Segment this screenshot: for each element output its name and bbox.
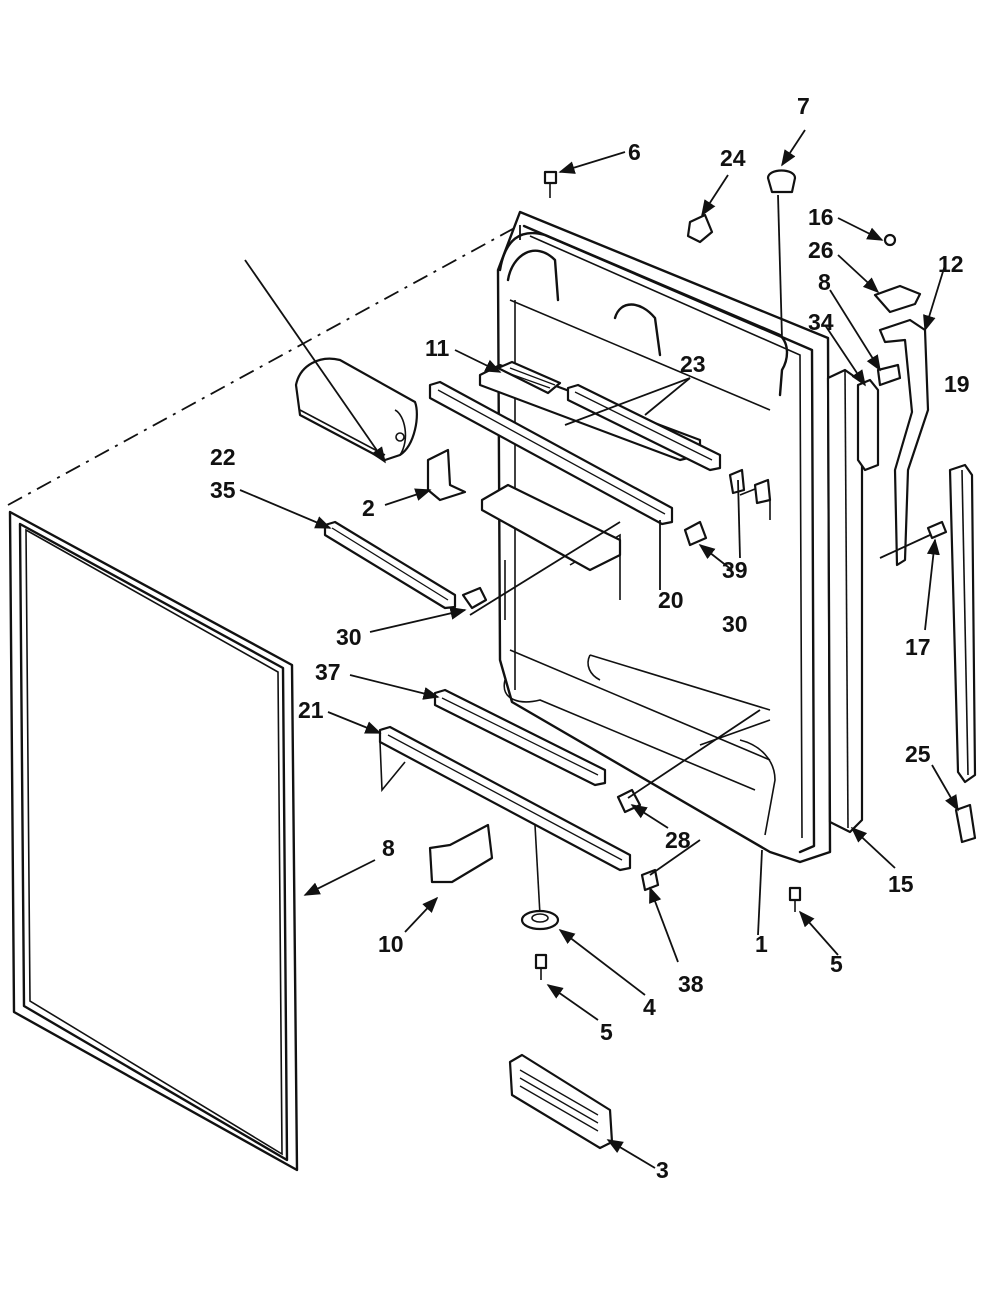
- callout-25: 25: [905, 741, 931, 767]
- toe-grille: [508, 1053, 614, 1150]
- callout-34: 34: [808, 309, 834, 335]
- callout-26: 26: [808, 237, 834, 263]
- upper-door-shelf: [478, 360, 722, 472]
- callout-6: 6: [628, 139, 641, 165]
- callout-30-right: 30: [722, 611, 748, 637]
- callout-7: 7: [797, 93, 810, 119]
- callout-5-bottom: 5: [600, 1019, 613, 1045]
- handle-strip: [826, 368, 864, 834]
- callout-10: 10: [378, 931, 404, 957]
- dairy-cover: [294, 357, 418, 462]
- callout-22: 22: [210, 444, 236, 470]
- callout-21: 21: [298, 697, 324, 723]
- callout-12: 12: [938, 251, 964, 277]
- callout-37: 37: [315, 659, 341, 685]
- side-trim: [948, 463, 977, 844]
- callout-24: 24: [720, 145, 746, 171]
- callout-30-left: 30: [336, 624, 362, 650]
- top-hardware: [543, 169, 797, 244]
- callout-17: 17: [905, 634, 931, 660]
- leader-lines: [239, 129, 959, 1169]
- callout-4: 4: [643, 994, 656, 1020]
- callout-23: 23: [680, 351, 706, 377]
- callout-15: 15: [888, 871, 914, 897]
- lower-rails: [378, 688, 632, 872]
- callout-19: 19: [944, 371, 970, 397]
- door-bar-upper: [428, 380, 674, 526]
- bracket: [426, 448, 467, 502]
- callout-3: 3: [656, 1157, 669, 1183]
- callout-5-right: 5: [830, 951, 843, 977]
- callout-20: 20: [658, 587, 684, 613]
- callout-28: 28: [665, 827, 691, 853]
- retainer: [428, 823, 494, 884]
- callout-labels: 6 7 24 16 26 12 8 34 19 11 23 22 2 35 39…: [210, 93, 970, 1183]
- door-gasket: [8, 510, 299, 1172]
- callout-2: 2: [362, 495, 375, 521]
- cabinet-outline: [7, 224, 521, 506]
- callout-35: 35: [210, 477, 236, 503]
- clips: [616, 468, 772, 892]
- callout-38: 38: [678, 971, 704, 997]
- callout-11: 11: [425, 335, 450, 361]
- callout-1: 1: [755, 931, 768, 957]
- top-hinge: [856, 233, 948, 567]
- callout-39: 39: [722, 557, 748, 583]
- callout-8: 8: [382, 835, 395, 861]
- callout-9: 8: [818, 269, 831, 295]
- callout-16: 16: [808, 204, 834, 230]
- shelf-rail-left: [323, 520, 488, 610]
- door-shelf-middle: [480, 483, 622, 572]
- hinge-hardware-bottom: [520, 824, 802, 980]
